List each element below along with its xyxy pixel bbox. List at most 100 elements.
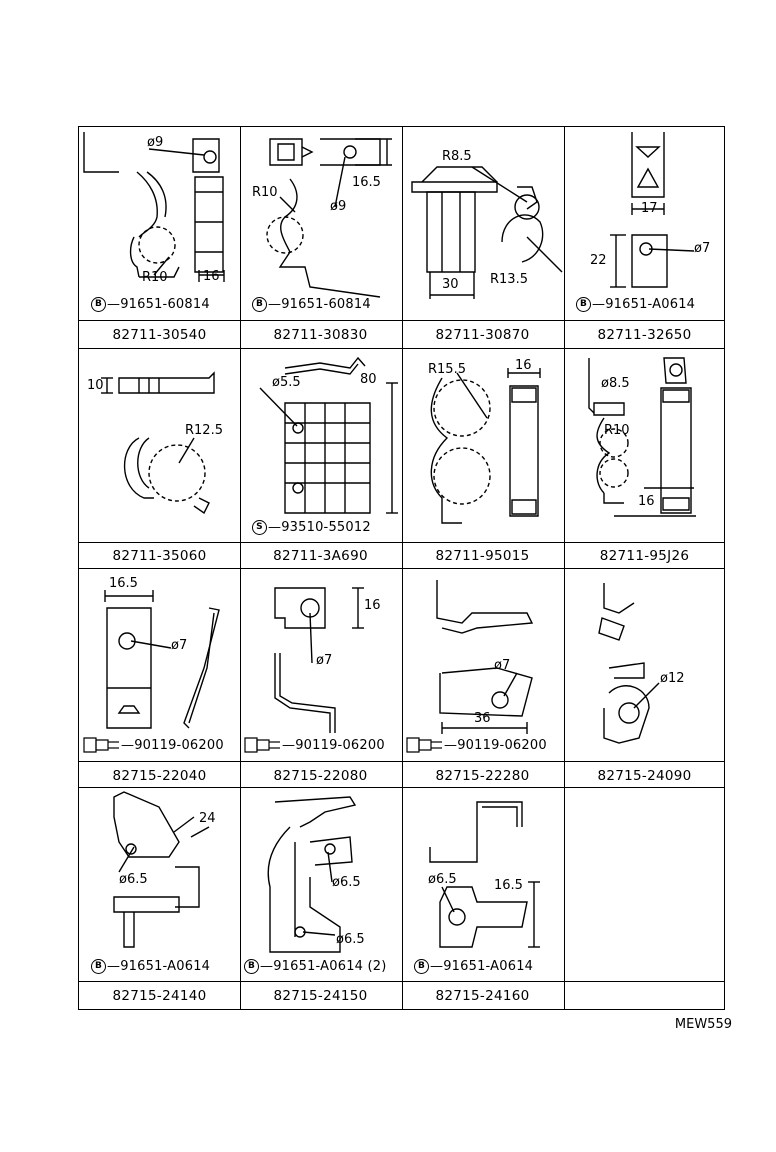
fastener-part-number: 93510-55012 [281, 520, 371, 535]
dimension-label: ø7 [316, 653, 333, 668]
clamp-drawing [402, 127, 564, 320]
diagram-code: MEW559 [674, 1017, 732, 1032]
clamp-drawing [79, 348, 240, 542]
fastener-callout: B—91651-A0614 [576, 297, 695, 312]
fastener-callout: B—91651-A0614 [414, 959, 533, 974]
dimension-label: 16.5 [494, 878, 523, 893]
part-number: 82715-24140 [112, 988, 207, 1004]
grid-divider [79, 320, 724, 321]
fastener-part-number: 91651-A0614 [443, 959, 534, 974]
dimension-label: ø9 [147, 135, 164, 150]
dimension-label: ø6.5 [428, 872, 457, 887]
dimension-label: 24 [199, 811, 216, 826]
fastener-part-number: 91651-60814 [120, 297, 210, 312]
part-number: 82715-24150 [273, 988, 368, 1004]
grid-divider [79, 981, 724, 982]
clamp-drawing [564, 348, 726, 542]
part-number: 82715-24090 [597, 768, 692, 784]
part-number: 82711-95015 [435, 548, 530, 564]
bolt-symbol-b-icon: B [91, 297, 106, 312]
dimension-label: ø7 [171, 638, 188, 653]
part-cell-82711-95015: R15.5 16 [402, 348, 564, 542]
part-cell-82711-3A690: ø5.5 80 S—93510-55012 [240, 348, 402, 542]
part-cell-82711-32650: 17 22 ø7 B—91651-A0614 [564, 127, 726, 320]
dimension-label: 16.5 [352, 175, 381, 190]
fastener-callout: B—91651-60814 [252, 297, 371, 312]
fastener-callout: S—93510-55012 [252, 520, 371, 535]
clamp-drawing [402, 787, 564, 981]
screw-symbol-s-icon: S [252, 520, 267, 535]
part-number: 82715-22280 [435, 768, 530, 784]
fastener-callout: B—91651-A0614 [91, 959, 210, 974]
part-cell-82715-24090: ø12 [564, 568, 726, 761]
dimension-label: 16 [364, 598, 381, 613]
grid-divider [79, 348, 724, 349]
dimension-label: 36 [474, 711, 491, 726]
dimension-label: ø12 [660, 671, 685, 686]
dimension-label: 17 [641, 201, 658, 216]
fastener-callout: B—91651-A0614 (2) [244, 959, 387, 974]
bolt-symbol-b-icon: B [252, 297, 267, 312]
dimension-label: 80 [360, 372, 377, 387]
dimension-label: R15.5 [428, 362, 466, 377]
dimension-label: R13.5 [490, 272, 528, 287]
fastener-part-number: 90119-06200 [295, 738, 385, 753]
dimension-label: 22 [590, 253, 607, 268]
part-cell-82715-24150: ø6.5 ø6.5 B—91651-A0614 (2) [240, 787, 402, 981]
dimension-label: 16.5 [109, 576, 138, 591]
part-number: 82715-22080 [273, 768, 368, 784]
part-cell-82711-35060: 10 R12.5 [79, 348, 240, 542]
part-cell-82715-22080: 16 ø7 —90119-06200 [240, 568, 402, 761]
part-cell-82715-24140: 24 ø6.5 B—91651-A0614 [79, 787, 240, 981]
part-number: 82711-30540 [112, 327, 207, 343]
dimension-label: R10 [142, 270, 168, 285]
clamp-drawing [240, 787, 402, 981]
part-cell-82711-30540: ø9 R10 16 B—91651-60814 [79, 127, 240, 320]
dimension-label: ø7 [694, 241, 711, 256]
dimension-label: ø6.5 [332, 875, 361, 890]
clamp-drawing [79, 787, 240, 981]
clamp-drawing [79, 127, 240, 320]
dimension-label: ø9 [330, 199, 347, 214]
bolt-symbol-b-icon: B [576, 297, 591, 312]
dimension-label: ø6.5 [119, 872, 148, 887]
part-cell-82711-30870: R8.5 30 R13.5 [402, 127, 564, 320]
part-number: 82711-3A690 [273, 548, 368, 564]
clamp-drawing [564, 127, 726, 320]
part-cell-82715-24160: ø6.5 16.5 B—91651-A0614 [402, 787, 564, 981]
dimension-label: R12.5 [185, 423, 223, 438]
dimension-label: 10 [87, 378, 104, 393]
clamp-drawing [79, 568, 240, 761]
part-number: 82715-24160 [435, 988, 530, 1004]
grid-divider [79, 542, 724, 543]
dimension-label: 16 [638, 494, 655, 509]
grid-divider [79, 568, 724, 569]
dimension-label: ø7 [494, 658, 511, 673]
fastener-callout: —90119-06200 [282, 738, 385, 753]
fastener-part-number: 91651-A0614 [605, 297, 696, 312]
clamp-drawing [402, 568, 564, 761]
part-number: 82711-95J26 [599, 548, 690, 564]
fastener-part-number: 91651-A0614 [120, 959, 211, 974]
part-number: 82711-30870 [435, 327, 530, 343]
bolt-symbol-b-icon: B [414, 959, 429, 974]
part-number: 82711-32650 [597, 327, 692, 343]
dimension-label: R10 [604, 423, 630, 438]
dimension-label: R10 [252, 185, 278, 200]
dimension-label: 16 [203, 269, 220, 284]
part-number: 82711-30830 [273, 327, 368, 343]
part-cell-82711-30830: R10 16.5 ø9 B—91651-60814 [240, 127, 402, 320]
empty-cell [564, 787, 726, 981]
dimension-label: ø8.5 [601, 376, 630, 391]
dimension-label: ø5.5 [272, 375, 301, 390]
grid-divider [79, 787, 724, 788]
fastener-callout: —90119-06200 [121, 738, 224, 753]
bolt-symbol-b-icon: B [244, 959, 259, 974]
dimension-label: 16 [515, 358, 532, 373]
parts-grid: ø9 R10 16 B—91651-60814 82711-30540 [78, 126, 725, 1010]
clamp-drawing [564, 568, 726, 761]
grid-divider [79, 761, 724, 762]
bolt-symbol-b-icon: B [91, 959, 106, 974]
dimension-label: R8.5 [442, 149, 472, 164]
clamp-drawing [402, 348, 564, 542]
